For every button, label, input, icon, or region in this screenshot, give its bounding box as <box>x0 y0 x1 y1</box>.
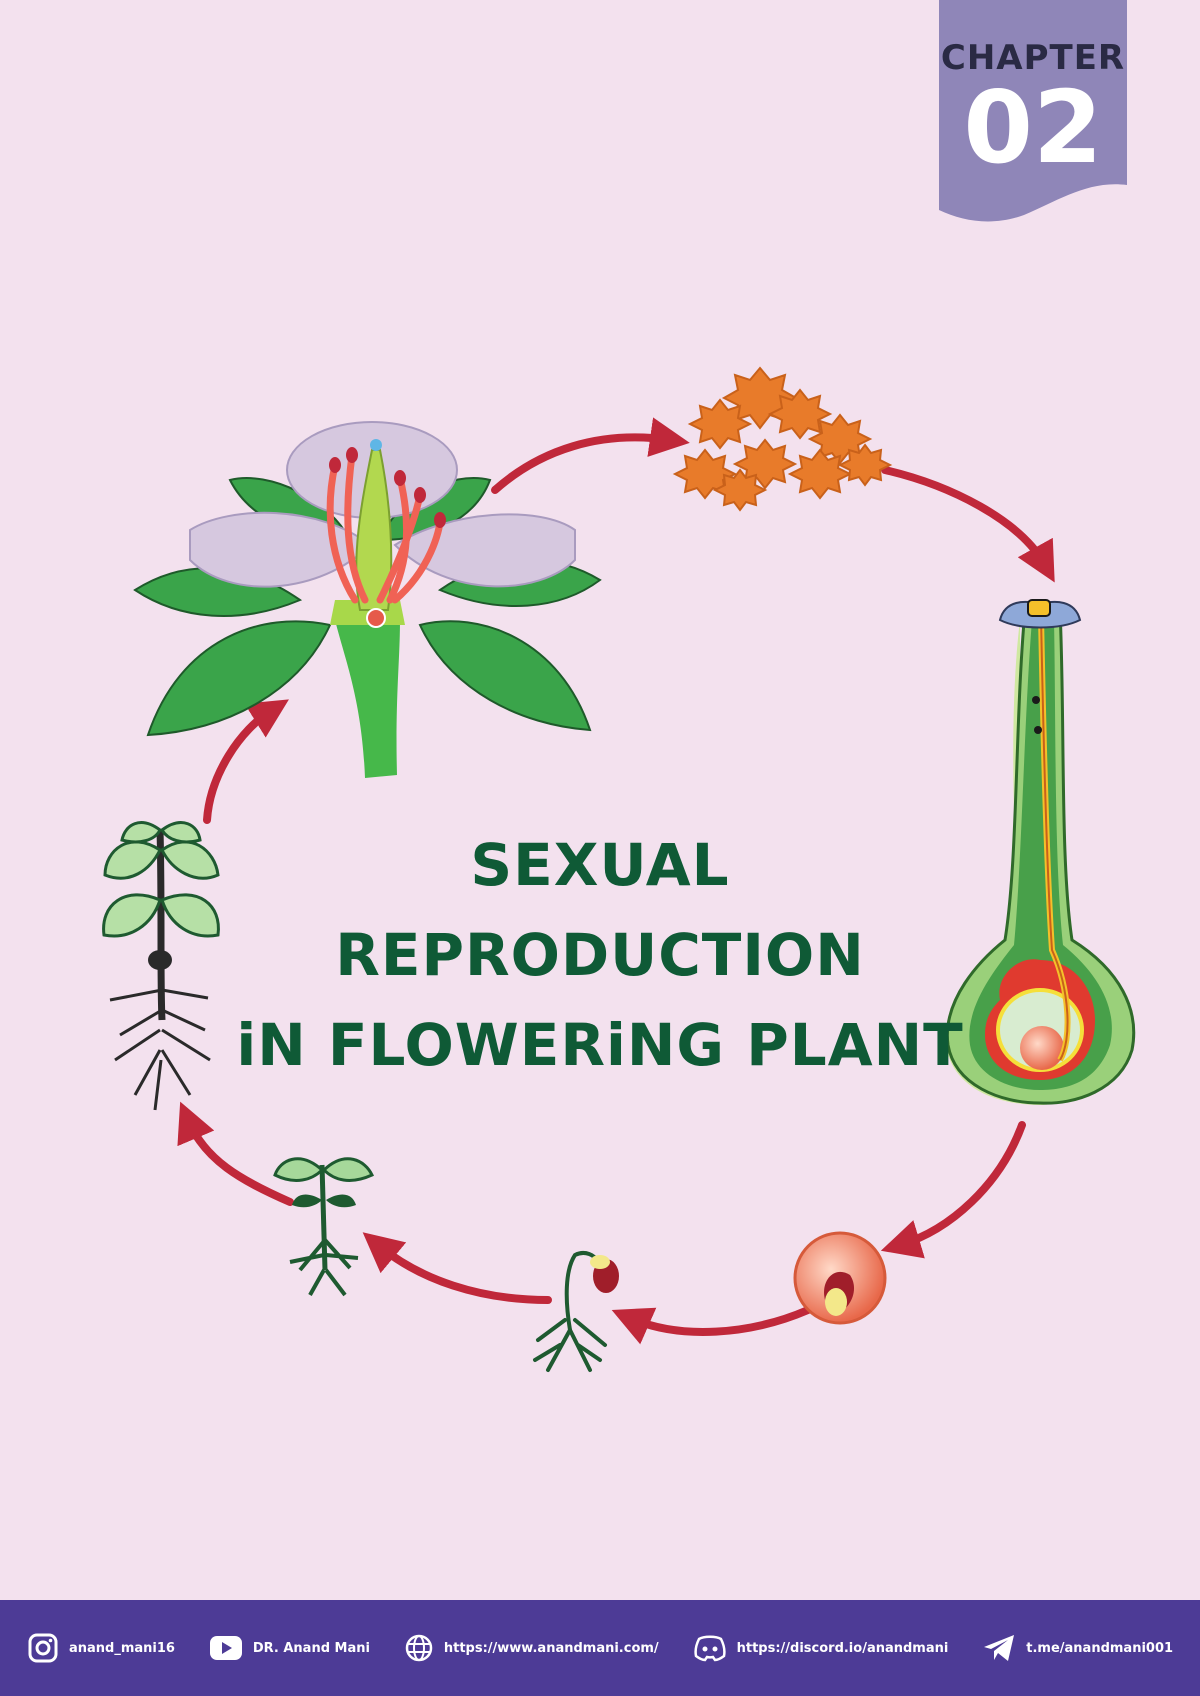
young-plant-illustration <box>102 821 220 1111</box>
seedling-illustration <box>273 1157 375 1297</box>
arrow-seedling-to-plant <box>177 1101 294 1206</box>
title-line-1: SEXUAL REPRODUCTION <box>335 831 865 989</box>
life-cycle-diagram <box>102 366 1136 1372</box>
pistil-illustration <box>944 599 1136 1105</box>
chapter-tab-shape <box>939 0 1127 222</box>
pollen-grains <box>672 366 893 512</box>
website-url: https://www.anandmani.com/ <box>443 1640 659 1656</box>
discord-link[interactable]: https://discord.io/anandmani <box>693 1634 949 1662</box>
page-title: SEXUAL REPRODUCTION iN FLOWERiNG PLANT <box>230 820 970 1090</box>
telegram-url: t.me/anandmani001 <box>1026 1640 1174 1656</box>
arrow-plant-to-flower <box>203 699 289 824</box>
globe-icon <box>405 1634 433 1662</box>
arrow-flower-to-pollen <box>491 417 690 494</box>
instagram-link[interactable]: anand_mani16 <box>27 1632 175 1664</box>
arrow-germination-to-seedling <box>362 1232 552 1304</box>
discord-icon <box>693 1635 726 1662</box>
instagram-handle: anand_mani16 <box>68 1640 175 1656</box>
footer-bar: anand_mani16 DR. Anand Mani https://www.… <box>0 1600 1200 1696</box>
chapter-label: CHAPTER <box>940 38 1126 78</box>
germination-illustration <box>533 1251 619 1372</box>
youtube-channel: DR. Anand Mani <box>252 1640 370 1656</box>
chapter-number: 02 <box>963 69 1103 186</box>
website-link[interactable]: https://www.anandmani.com/ <box>404 1633 659 1663</box>
cycle-arrows <box>177 417 1055 1345</box>
chapter-tab: CHAPTER 02 <box>939 0 1127 226</box>
youtube-link[interactable]: DR. Anand Mani <box>209 1635 370 1661</box>
discord-url: https://discord.io/anandmani <box>736 1640 949 1656</box>
flower-illustration <box>133 421 602 778</box>
instagram-icon <box>28 1633 58 1663</box>
telegram-link[interactable]: t.me/anandmani001 <box>982 1633 1173 1663</box>
youtube-icon <box>209 1636 242 1660</box>
title-line-2: iN FLOWERiNG PLANT <box>236 1011 964 1079</box>
telegram-icon <box>984 1635 1015 1661</box>
arrow-pistil-to-seed <box>880 1121 1026 1259</box>
arrow-pollen-to-pistil <box>881 466 1055 583</box>
arrow-seed-to-germination <box>611 1306 812 1345</box>
seed-illustration <box>793 1231 887 1325</box>
